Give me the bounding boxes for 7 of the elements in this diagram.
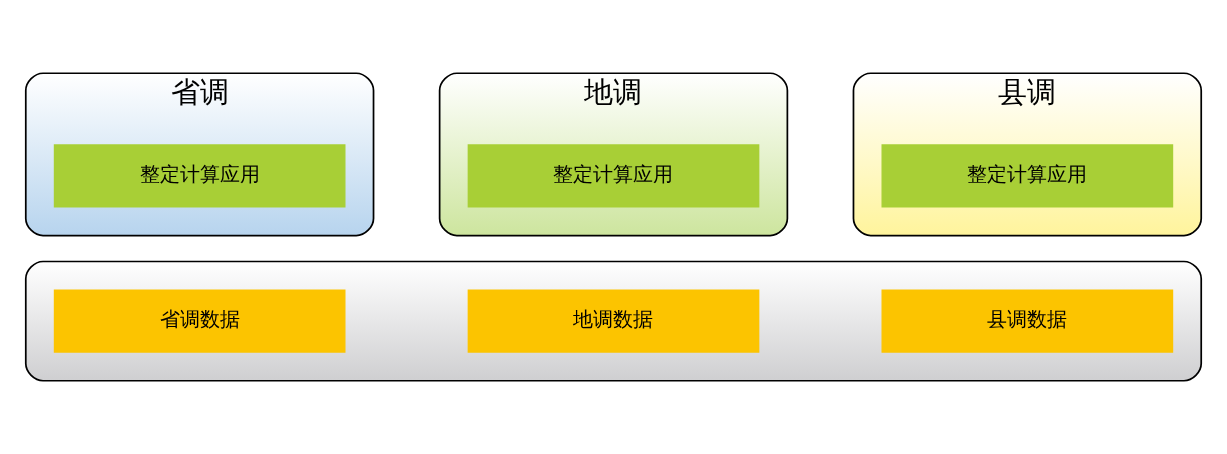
node-box: 县调数据 (881, 289, 1174, 353)
node-box: 省调数据 (53, 289, 346, 353)
node-box: 整定计算应用 (467, 144, 760, 208)
node-box: 整定计算应用 (53, 144, 346, 208)
cluster (24, 260, 1203, 382)
node-box: 整定计算应用 (881, 144, 1174, 208)
node-box: 地调数据 (467, 289, 760, 353)
